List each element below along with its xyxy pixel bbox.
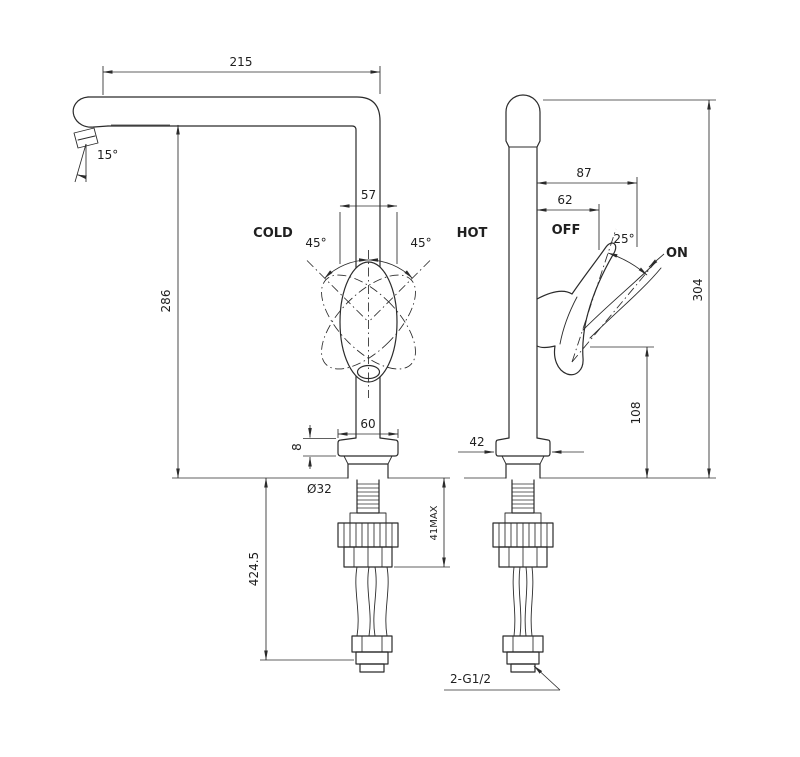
base-side: [464, 437, 716, 479]
dim-flange-depth: 42: [458, 435, 584, 454]
dim-flange-width: 60: [337, 417, 399, 438]
dim-max-counter-thickness: 41MAX: [394, 477, 450, 568]
label-cold: COLD: [253, 226, 293, 241]
dim-reach-on-text: 87: [576, 166, 591, 180]
dim-total-height: 304: [543, 99, 716, 479]
shank-front: [356, 479, 380, 514]
spout-outline: [72, 96, 381, 439]
dim-flange-height-text: 8: [290, 443, 304, 451]
handle-position-annotation: 25° ON: [571, 228, 688, 363]
dim-shank-diameter-text: Ø32: [307, 482, 332, 496]
hoses-front: [351, 566, 393, 673]
handle-front: [306, 250, 431, 398]
dim-max-counter-text: 41MAX: [429, 505, 440, 540]
dim-spout-reach: 215: [102, 55, 381, 95]
label-on: ON: [666, 246, 688, 261]
mounting-front: [337, 512, 399, 568]
dim-spout-reach-text: 215: [230, 55, 253, 69]
knurl-lines: [343, 523, 393, 547]
mounting-side: [492, 512, 554, 568]
shank-side: [511, 479, 535, 514]
dim-handle-angle-text: 25°: [613, 232, 634, 246]
dim-handle-width: 57: [339, 188, 398, 264]
dim-swing-left-text: 45°: [305, 236, 326, 250]
label-off: OFF: [552, 223, 581, 238]
dim-nozzle-angle-text: 15°: [97, 148, 118, 162]
dim-hose-drop: 424.5: [247, 477, 354, 661]
nozzle-angle-annotation: 15°: [74, 143, 118, 183]
dim-flange-depth-text: 42: [469, 435, 484, 449]
handle-side: [536, 242, 662, 376]
dim-swing-right-text: 45°: [410, 236, 431, 250]
dim-reach-on: 87: [536, 166, 638, 247]
dim-handle-width-text: 57: [361, 188, 376, 202]
dim-reach-off: 62: [536, 193, 600, 250]
side-view: 25° ON 87 62 OFF 304 108: [444, 94, 716, 691]
handle-on-ghost: [582, 261, 657, 331]
hose-nut: [351, 635, 393, 653]
nozzle-tip: [73, 127, 99, 149]
handle-swing-annotation: 45° 45°: [305, 236, 432, 279]
dim-total-height-text: 304: [691, 279, 705, 302]
hose-nut: [502, 635, 544, 653]
label-hot: HOT: [457, 226, 488, 241]
dim-flange-height: 8: [290, 425, 336, 469]
off-axis-line: [571, 228, 617, 363]
dim-height-to-spout: 286: [111, 124, 180, 479]
front-view: 15° 215 286 5: [72, 55, 488, 673]
body-side: [505, 94, 541, 439]
dim-height-text: 286: [159, 290, 173, 313]
inlet-thread-callout: 2-G1/2: [444, 665, 561, 691]
dim-pivot-height: 108: [590, 346, 654, 479]
dim-hose-drop-text: 424.5: [247, 552, 261, 586]
on-axis-line: [571, 258, 659, 363]
base-front: [172, 437, 450, 479]
dim-flange-width-text: 60: [360, 417, 375, 431]
dim-pivot-height-text: 108: [629, 402, 643, 425]
hose-side: [502, 566, 544, 673]
dim-reach-off-text: 62: [557, 193, 572, 207]
label-inlet-thread-text: 2-G1/2: [450, 672, 491, 686]
thread-lines: [357, 483, 379, 509]
